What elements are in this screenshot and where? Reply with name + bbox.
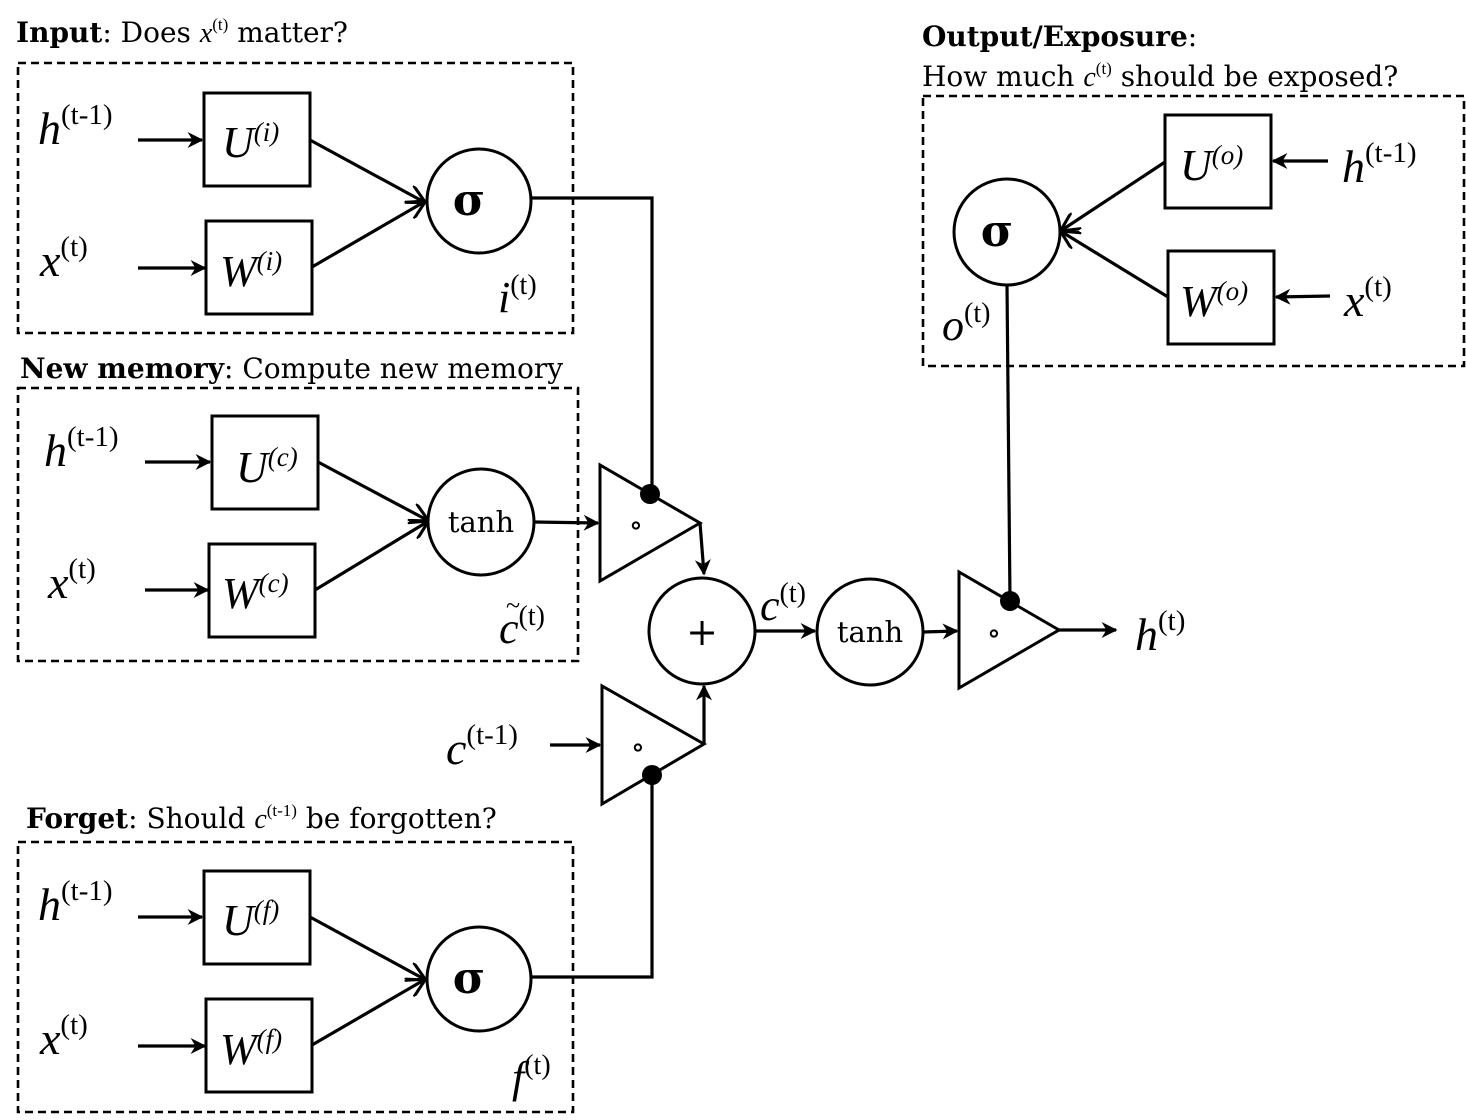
newmem-output-label: c(t) — [499, 601, 545, 653]
input-gate-signal-wire — [531, 196, 654, 494]
forget-U-to-sigma-line — [309, 915, 424, 979]
output-W-to-sigma-line — [1062, 232, 1169, 299]
output-x-label: x(t) — [1343, 271, 1392, 326]
output-U-label: U(o) — [1180, 140, 1243, 190]
output-gate-signal-wire — [1005, 284, 1012, 602]
input-sigma-node — [425, 147, 533, 255]
forget-sigma-symbol: σ — [453, 953, 485, 1004]
output-W-box — [1166, 249, 1276, 346]
input-sigma-symbol: σ — [453, 175, 485, 226]
cell-tanh-to-hadamard-arrow — [922, 623, 959, 640]
forget-U-box — [202, 869, 312, 966]
forget-gate-signal-wire — [531, 775, 654, 979]
newmem-h-prev-label: h(t-1) — [44, 421, 119, 476]
sum-symbol: + — [686, 610, 718, 654]
output-h-prev-label: h(t-1) — [1342, 137, 1417, 192]
forget-U-label: U(f) — [222, 895, 279, 945]
output-gate-title: Output/Exposure: — [922, 20, 1197, 53]
output-gate-question: How much c(t) should be exposed? — [922, 59, 1398, 93]
output-x-arrow — [1274, 288, 1331, 305]
newmem-output-tilde: ~ — [506, 591, 520, 620]
prev-cell-state-label: c(t-1) — [446, 719, 518, 774]
input-gate-title: Input: Does x(t) matter? — [16, 15, 348, 49]
forget-W-label: W(f) — [220, 1024, 282, 1074]
cell-state-label: c(t) — [760, 578, 806, 630]
upper-hadamard-to-sum-arrow — [694, 522, 711, 576]
new-memory-group — [16, 386, 580, 663]
lower-hadamard-symbol: ∘ — [631, 730, 646, 765]
output-gate-group — [921, 94, 1466, 368]
input-W-label: W(i) — [220, 246, 282, 296]
forget-W-to-sigma-line — [311, 980, 424, 1047]
newmem-tanh-label: tanh — [448, 505, 514, 539]
newmem-to-hadamard-arrow — [533, 514, 600, 531]
upper-hadamard-gate-dot — [640, 484, 660, 504]
newmem-W-label: W(c) — [222, 568, 289, 618]
upper-hadamard-multiplier — [598, 462, 703, 584]
newmem-U-box — [210, 414, 320, 511]
input-U-box — [202, 91, 312, 188]
input-W-box — [204, 219, 314, 316]
output-sigma-symbol: σ — [981, 206, 1013, 257]
output-gate-output-label: o(t) — [942, 298, 990, 350]
input-gate-output-label: i(t) — [498, 270, 537, 322]
input-h-prev-label: h(t-1) — [38, 99, 113, 154]
new-memory-title: New memory: Compute new memory — [20, 352, 563, 385]
newmem-W-to-tanh-line — [314, 522, 427, 592]
newmem-U-label: U(c) — [236, 442, 298, 492]
forget-W-box — [204, 997, 314, 1094]
input-U-to-sigma-line — [309, 138, 424, 202]
input-W-to-sigma-line — [311, 202, 424, 269]
input-U-label: U(i) — [222, 117, 279, 167]
output-W-label: W(o) — [1180, 276, 1248, 326]
forget-x-label: x(t) — [39, 1009, 88, 1064]
output-U-to-sigma-line — [1062, 160, 1166, 230]
upper-hadamard-symbol: ∘ — [629, 508, 644, 543]
newmem-W-box — [207, 542, 317, 639]
cell-tanh-label: tanh — [837, 615, 903, 649]
hidden-state-label: h(t) — [1135, 605, 1185, 660]
output-hadamard-symbol: ∘ — [987, 616, 1002, 651]
input-x-label: x(t) — [39, 231, 88, 286]
forget-gate-title: Forget: Should c(t-1) be forgotten? — [26, 801, 497, 835]
newmem-x-label: x(t) — [47, 553, 96, 608]
forget-gate-output-label: f(t) — [512, 1050, 551, 1102]
output-U-box — [1163, 113, 1273, 210]
forget-sigma-node — [425, 925, 533, 1033]
newmem-U-to-tanh-line — [317, 460, 427, 520]
forget-h-prev-label: h(t-1) — [38, 875, 113, 930]
